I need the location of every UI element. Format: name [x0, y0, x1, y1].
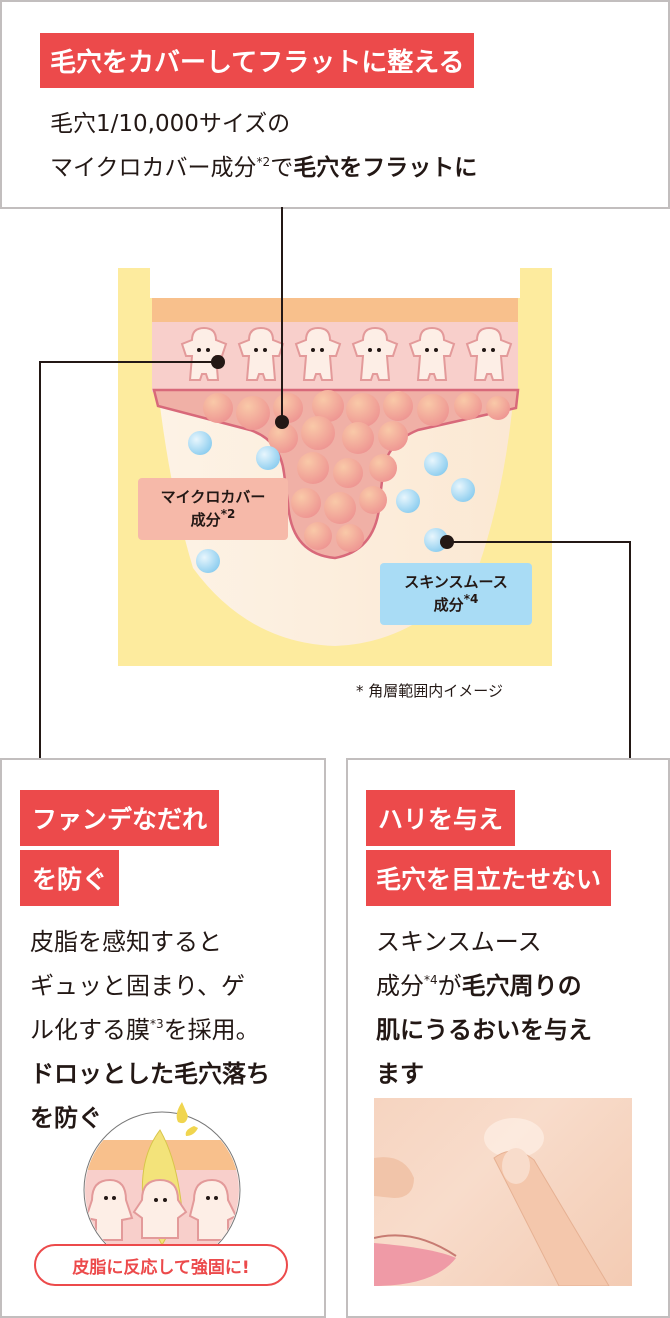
- pore-diagram: [118, 268, 552, 666]
- connector-dot-cell: [211, 355, 225, 369]
- sebum-gel-illustration: [83, 1102, 241, 1250]
- connector-dot-micro: [275, 415, 289, 429]
- left-heading-line1: ファンデなだれ: [20, 790, 220, 846]
- top-feature-heading: 毛穴をカバーしてフラットに整える: [40, 33, 475, 88]
- top-text-line1: 毛穴1/10,000サイズの: [50, 111, 291, 137]
- left-feature-text: 皮脂を感知すると ギュッと固まり、ゲ ル化する膜*3を採用。 ドロッとした毛穴落…: [30, 928, 270, 1132]
- sebum-reaction-badge: 皮脂に反応して強固に!: [34, 1244, 288, 1286]
- face-finger-image: [374, 1118, 610, 1286]
- right-feature-text: スキンスムース 成分*4が毛穴周りの 肌にうるおいを与え ます: [376, 928, 592, 1088]
- connector-top: [281, 207, 283, 423]
- micro-cover-label: マイクロカバー 成分*2: [138, 478, 288, 540]
- pore-cross-section-illustration: [118, 268, 552, 666]
- right-heading-line1: ハリを与え: [366, 790, 516, 846]
- connector-right-v: [629, 541, 631, 759]
- top-text-line2: マイクロカバー成分*2で毛穴をフラットに: [50, 155, 478, 181]
- top-feature-text: 毛穴1/10,000サイズの マイクロカバー成分*2で毛穴をフラットに: [50, 102, 477, 190]
- skin-smooth-label: スキンスムース 成分*4: [380, 563, 532, 625]
- connector-dot-smooth: [440, 535, 454, 549]
- connector-left-h: [39, 361, 219, 363]
- connector-right-h: [446, 541, 631, 543]
- left-heading-line2: を防ぐ: [20, 850, 120, 906]
- top-heading-text: 毛穴をカバーしてフラットに整える: [50, 48, 465, 78]
- diagram-note: * 角層範囲内イメージ: [356, 682, 503, 700]
- skin-closeup-photo: [374, 1098, 632, 1286]
- right-heading-line2: 毛穴を目立たせない: [366, 850, 612, 906]
- connector-left-v: [39, 361, 41, 759]
